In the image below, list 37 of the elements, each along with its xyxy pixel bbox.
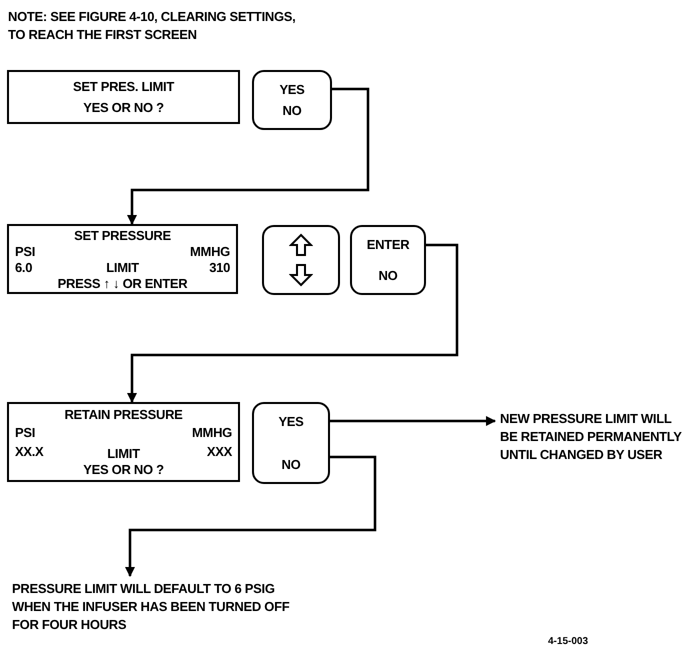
- note-text: NEW PRESSURE LIMIT WILL BE RETAINED PERMANENTLY UNTIL CHANGED BY USER: [500, 410, 690, 482]
- arrow: [127, 88, 370, 225]
- key-panel: [350, 225, 426, 295]
- display-screen: [7, 70, 240, 124]
- key-panel: [252, 70, 332, 130]
- unit-label: PSI: [15, 244, 36, 258]
- screen-heading: RETAIN PRESSURE: [63, 406, 184, 422]
- key-label: NO: [378, 268, 398, 283]
- note-text: PRESSURE LIMIT WILL DEFAULT TO 6 PSIG WHEN THE INFUSER HAS BEEN TURNED OFF FOR FOUR HOURS: [12, 580, 297, 640]
- key-label: YES: [279, 82, 305, 97]
- screen-text: SET PRES. LIMIT: [73, 79, 174, 94]
- arrow: [330, 416, 496, 426]
- unit-label: MMHG: [189, 244, 230, 258]
- note-text: NOTE: SEE FIGURE 4-10, CLEARING SETTINGS, TO REACH THE FIRST SCREEN: [8, 8, 296, 44]
- display-screen: [7, 402, 240, 482]
- key-label: YES: [278, 414, 304, 429]
- limit-label: LIMIT: [107, 446, 140, 460]
- value-readout: XXX: [206, 444, 232, 459]
- value-readout: XX.X: [15, 444, 44, 459]
- key-label: NO: [282, 103, 302, 118]
- screen-prompt: YES OR NO ?: [82, 462, 165, 478]
- figure-number: 4-15-003: [548, 636, 588, 647]
- display-screen: [7, 224, 238, 294]
- value-readout: 310: [208, 260, 230, 274]
- arrow: [127, 244, 458, 403]
- limit-label: LIMIT: [106, 260, 139, 275]
- arrow: [125, 456, 376, 577]
- key-panel: [252, 402, 330, 484]
- screen-text: YES OR NO ?: [83, 100, 164, 115]
- key-panel: [262, 225, 340, 295]
- value-readout: 6.0: [15, 260, 34, 274]
- unit-label: PSI: [15, 425, 36, 440]
- key-label: ENTER: [366, 237, 410, 252]
- screen-heading: SET PRESSURE: [73, 228, 172, 242]
- screen-prompt: PRESS ↑ ↓ OR ENTER: [56, 276, 188, 290]
- unit-label: MMHG: [191, 425, 232, 440]
- key-label: NO: [282, 457, 300, 472]
